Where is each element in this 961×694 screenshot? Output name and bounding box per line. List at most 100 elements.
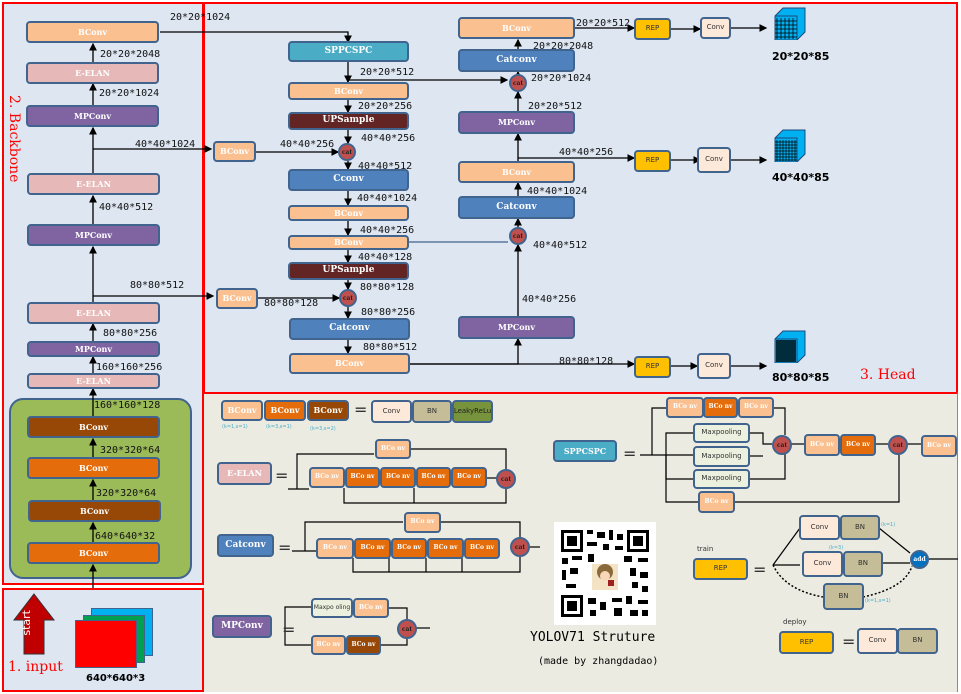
equals-sign: = [278,538,292,557]
dim-label: 40*40*512 [533,240,588,251]
param-label: (k=3,s=2) [310,426,336,432]
dim-label: 20*20*512 [576,18,631,29]
legend-bconv: BCo nv [353,598,389,618]
lateral-bconv: BConv [216,288,258,309]
param-label: (k=1,s=1) [222,424,248,430]
legend-maxpooling: Maxpooling [693,423,750,443]
legend-bconv: BCo nv [316,538,354,559]
param-label: (k=3,s=1) [266,424,292,430]
rep-block: REP [634,356,671,378]
backbone-e-elan: E-ELAN [26,62,159,84]
head-mpconv: MPConv [458,316,575,339]
head-sppcspc: SPPCSPC [288,41,409,62]
legend-bconv: BCo nv [804,434,840,456]
dim-label: 40*40*512 [99,202,154,213]
legend-bconv: BCo nv [921,435,957,457]
head-bconv: BConv [458,17,575,39]
legend-sppcspc: SPPCSPC [553,440,617,462]
dim-label: 40*40*1024 [357,193,418,204]
head-upsample: UPSample [288,112,409,130]
dim-label: 40*40*256 [361,133,416,144]
dim-label: 160*160*128 [94,400,161,411]
legend-bconv-k1s1: BConv [221,400,263,421]
legend-bn: BN [843,551,883,577]
add-node: add [910,550,929,569]
dim-label: 20*20*1024 [531,73,592,84]
legend-bn: BN [823,583,864,610]
dim-label: 40*40*128 [358,252,413,263]
legend-bconv: BCo nv [451,467,487,488]
concat-node: cat [339,289,357,307]
dim-label: 40*40*256 [280,139,335,150]
output-dims: 80*80*85 [772,371,830,384]
concat-node: cat [397,619,417,639]
legend-bconv: BCo nv [840,434,876,456]
rep-block: REP [634,18,671,40]
output-tensor-cube-icon [774,330,806,363]
concat-node: cat [510,537,530,557]
legend-maxpooling: Maxpooling [693,446,750,467]
stem-bconv: BConv [27,542,160,564]
train-label: train [697,545,714,553]
dim-label: 160*160*256 [96,362,163,373]
legend-conv: Conv [371,400,412,423]
stem-bconv: BConv [28,500,161,522]
dim-label: 20*20*512 [528,101,583,112]
dim-label: 20*20*2048 [533,41,594,52]
legend-bconv: BCo nv [416,467,451,488]
legend-bconv: BCo nv [666,397,704,418]
dim-label: 40*40*1024 [527,186,588,197]
concat-node: cat [496,469,516,489]
output-tensor-cube-icon [774,129,806,162]
head-mpconv: MPConv [458,111,575,134]
start-label: start [20,610,33,636]
dim-label: 40*40*256 [360,225,415,236]
dim-label: 40*40*512 [358,161,413,172]
output-dims: 20*20*85 [772,50,830,63]
legend-bconv: BCo nv [738,397,774,418]
dim-label: 80*80*512 [363,342,418,353]
head-bconv: BConv [458,161,575,183]
dim-label: 80*80*512 [130,280,185,291]
backbone-mpconv: MPConv [27,341,160,357]
legend-bconv-k3s1: BConv [264,400,306,421]
dim-label: 640*640*32 [95,531,156,542]
equals-sign: = [282,620,296,639]
concat-node: cat [509,74,527,92]
stem-bconv: BConv [27,457,160,479]
backbone-e-elan: E-ELAN [27,173,160,195]
head-bconv: BConv [288,235,409,250]
param-label: (k=3) [829,545,844,551]
legend-bconv: BCo nv [345,467,380,488]
head-bconv: BConv [288,82,409,100]
legend-maxpooling: Maxpooling [693,469,750,489]
backbone-e-elan: E-ELAN [27,373,160,389]
param-label: (k=1) [881,522,896,528]
legend-bn: BN [897,628,938,654]
legend-bconv: BCo nv [391,538,427,559]
dim-label: 80*80*128 [559,356,614,367]
equals-sign: = [842,632,856,651]
stem-bconv: BConv [27,416,160,438]
dim-label: 80*80*256 [103,328,158,339]
legend-bn: BN [412,400,452,423]
param-label: (k=1,s=1) [865,598,891,604]
author-credit: (made by zhangdadao) [538,656,659,667]
concat-node: cat [338,143,356,161]
legend-bconv: BCo nv [375,439,411,459]
backbone-mpconv: MPConv [27,224,160,246]
dim-label: 80*80*128 [264,298,319,309]
qr-code-image [554,522,656,625]
legend-bconv-k3s2: BConv [307,400,349,421]
deploy-label: deploy [783,618,807,626]
output-dims: 40*40*85 [772,171,830,184]
output-tensor-cube-icon [774,7,806,40]
dim-label: 20*20*256 [358,101,413,112]
dim-label: 80*80*128 [360,282,415,293]
lateral-bconv: BConv [213,141,256,162]
dim-label: 20*20*512 [360,67,415,78]
legend-bconv: BCo nv [404,512,441,533]
legend-bconv: BCo nv [427,538,464,559]
head-bconv: BConv [288,205,409,221]
dim-label: 320*320*64 [96,488,157,499]
